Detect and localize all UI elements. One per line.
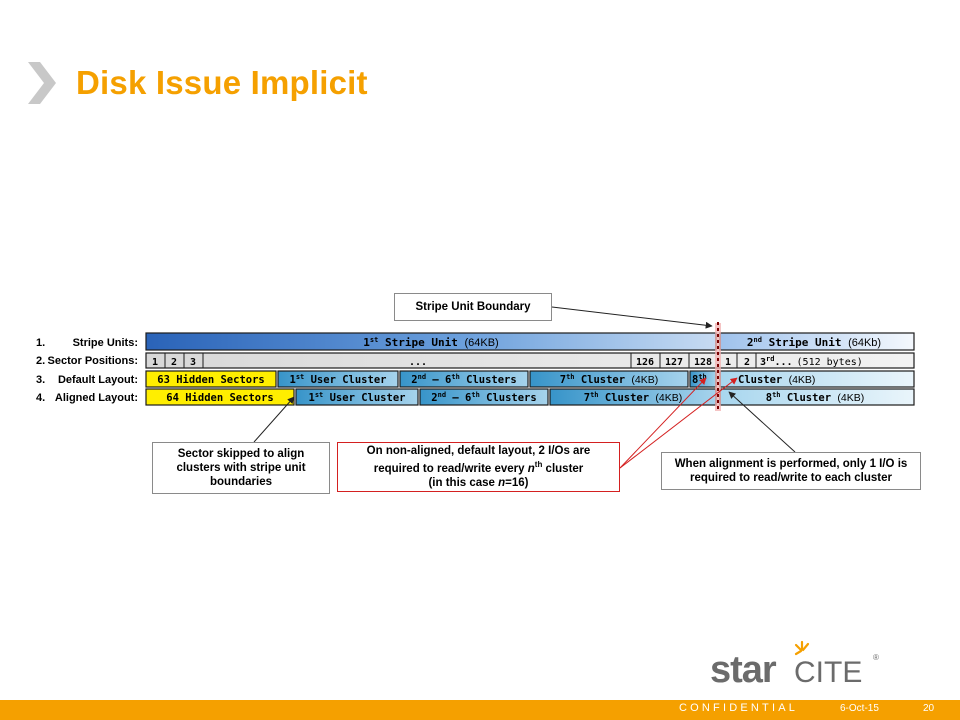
row-number-2: 2. <box>36 355 45 367</box>
sector-ellipsis: ... <box>409 357 427 368</box>
footer-page-number: 20 <box>923 703 935 714</box>
sector-cells <box>164 353 757 368</box>
default-cluster-7 <box>529 370 689 388</box>
row-number-4: 4. <box>36 392 45 404</box>
default-cluster-1-label: 1st User Cluster <box>290 373 387 386</box>
aligned-cluster-1-label: 1st User Cluster <box>309 391 406 404</box>
sector-3: 3 <box>190 357 196 368</box>
sector-next-2: 2 <box>744 357 750 368</box>
callout-nonaligned-line-1: On non-aligned, default layout, 2 I/Os a… <box>366 445 591 458</box>
row-label-default-layout: Default Layout: <box>58 374 138 386</box>
footer-confidential: CONFIDENTIAL <box>679 702 799 714</box>
aligned-clusters-2-6-label: 2nd – 6th Clusters <box>431 391 536 404</box>
logo-cite-text: CITE <box>794 656 862 689</box>
sector-positions-bar <box>145 352 915 369</box>
logo-star-text: star <box>710 649 777 690</box>
default-cluster-1 <box>277 370 399 388</box>
slide-title: Disk Issue Implicit <box>76 64 368 101</box>
default-cluster-8-part-b-label: Cluster (4KB) <box>738 374 815 386</box>
sector-127: 127 <box>665 357 683 368</box>
row-number-1: 1. <box>36 337 45 349</box>
stripe-unit-2-label: 2nd Stripe Unit (64Kb) <box>747 336 881 349</box>
sector-126: 126 <box>636 357 654 368</box>
boundary-arrow <box>551 306 713 329</box>
footer-bar <box>0 700 960 720</box>
sector-1: 1 <box>152 357 158 368</box>
callout-stripe-unit-boundary: Stripe Unit Boundary <box>394 293 552 321</box>
row-number-3: 3. <box>36 374 45 386</box>
row-label-sector-positions: Sector Positions: <box>48 355 138 367</box>
aligned-cluster-7-label: 7th Cluster (4KB) <box>584 391 683 404</box>
default-clusters-2-6 <box>399 370 529 388</box>
default-hidden-sectors <box>145 370 277 388</box>
aligned-hidden-sectors-label: 64 Hidden Sectors <box>166 392 273 404</box>
callout-aligned: When alignment is performed, only 1 I/O … <box>661 452 921 490</box>
callout-nonaligned: On non-aligned, default layout, 2 I/Os a… <box>337 442 620 492</box>
default-cluster-8-part-a-label: 8th <box>692 373 707 386</box>
skipped-sector-arrow <box>253 396 295 443</box>
chevron-right-icon <box>28 62 56 104</box>
footer-date: 6-Oct-15 <box>840 703 879 714</box>
row-label-stripe-units: Stripe Units: <box>73 337 138 349</box>
stripe-unit-1-label: 1st Stripe Unit (64KB) <box>363 336 498 349</box>
sector-128: 128 <box>694 357 712 368</box>
callout-sector-skipped: Sector skipped to align clusters with st… <box>152 442 330 494</box>
aligned-clusters-2-6 <box>419 388 549 406</box>
callout-nonaligned-line-2: required to read/write every nth cluster <box>373 460 584 475</box>
default-cluster-7-label: 7th Cluster (4KB) <box>560 373 659 386</box>
default-clusters-2-6-label: 2nd – 6th Clusters <box>411 373 516 386</box>
nonaligned-arrow-a <box>619 377 707 469</box>
nonaligned-arrow-b <box>619 377 738 469</box>
callout-nonaligned-line-3: (in this case n=16) <box>428 476 529 489</box>
aligned-cluster-1 <box>295 388 419 406</box>
logo-registered-mark: ® <box>873 653 879 662</box>
starcite-logo: star CITE ® <box>710 640 879 690</box>
logo-spark-icon <box>794 640 810 656</box>
row-label-aligned-layout: Aligned Layout: <box>55 392 138 404</box>
sector-2: 2 <box>171 357 177 368</box>
sector-next-3-label: 3rd...(512 bytes) <box>760 355 863 368</box>
aligned-arrow <box>728 391 796 453</box>
default-hidden-sectors-label: 63 Hidden Sectors <box>157 374 264 386</box>
sector-next-1: 1 <box>725 357 731 368</box>
aligned-cluster-8-label: 8th Cluster (4KB) <box>766 391 865 404</box>
